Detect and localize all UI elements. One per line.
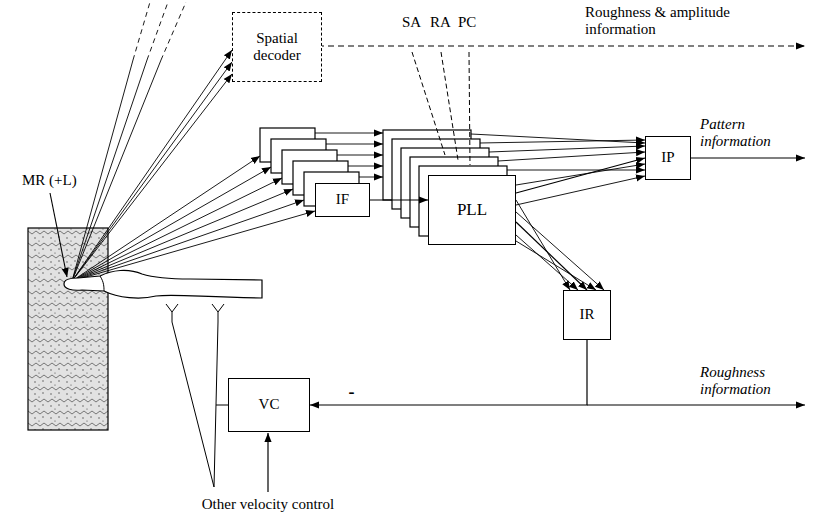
knuckle-line: [100, 276, 104, 291]
text-label: PC: [458, 14, 476, 31]
box-label: Spatial decoder: [237, 30, 317, 65]
output-arrow: [691, 157, 805, 158]
stack-arrows: [315, 133, 383, 177]
edge-label: -: [347, 383, 357, 401]
connector-arrow: [310, 340, 587, 405]
hand-outline: [64, 270, 262, 298]
box-label: VC: [259, 396, 280, 413]
fan-arrows: [516, 200, 604, 290]
box-label: IP: [661, 149, 674, 166]
channel-lines: [412, 52, 470, 165]
connector-arrow: [516, 158, 645, 193]
output-arrow: [587, 404, 805, 405]
input-arrow: [267, 433, 268, 492]
receptor-symbol: [166, 304, 228, 487]
text-label: RA: [430, 14, 451, 31]
text-label: Other velocity control: [178, 496, 358, 513]
box-label: IF: [336, 191, 349, 208]
process-box: PLL: [428, 175, 516, 245]
text-label: MR (+L): [22, 172, 77, 189]
process-box: IR: [563, 290, 611, 340]
dashed-arrow: [318, 46, 805, 47]
text-label: Roughness & amplitude information: [585, 4, 785, 39]
box-label: IR: [580, 306, 595, 323]
process-box: IP: [645, 136, 691, 180]
connector-arrow: [516, 222, 587, 290]
leader-arrow: [50, 193, 67, 277]
process-box: VC: [228, 378, 310, 432]
connector-arrow: [370, 199, 428, 200]
texture-surface: [28, 228, 108, 430]
text-label: Pattern information: [700, 116, 805, 151]
dashed-box: Spatial decoder: [232, 12, 322, 82]
process-box: IF: [315, 183, 370, 217]
box-label: PLL: [457, 200, 487, 220]
text-label: SA: [402, 14, 421, 31]
text-label: Roughness information: [700, 364, 805, 399]
